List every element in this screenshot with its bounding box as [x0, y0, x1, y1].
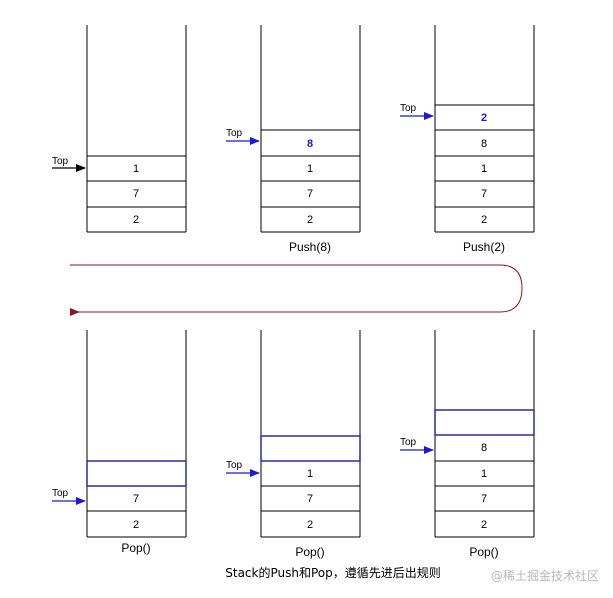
stack-cell-value: 2	[133, 214, 139, 226]
stack-cell-value: 1	[307, 163, 313, 175]
flow-arrow	[70, 264, 523, 316]
top-label: Top	[226, 460, 243, 471]
top-label: Top	[52, 488, 69, 499]
stack-cell-value: 1	[133, 163, 139, 175]
top-label: Top	[52, 156, 69, 167]
stack-cell-value: 7	[133, 493, 139, 505]
stack-cell-value: 1	[307, 468, 313, 480]
stack-caption: Pop()	[121, 541, 150, 555]
popped-cell-box	[86, 460, 187, 487]
stack-pop-first: 8 1 7 2 Top Pop()	[400, 330, 535, 559]
pushed-cell-value: 2	[481, 112, 487, 124]
stack-pop-8: 1 7 2 Top Pop()	[226, 330, 361, 559]
popped-cell-box	[260, 435, 361, 462]
pushed-cell-value: 8	[307, 138, 313, 150]
top-label: Top	[226, 128, 243, 139]
stack-caption: Push(8)	[289, 240, 331, 254]
top-label: Top	[400, 103, 417, 114]
stack-cell-value: 2	[133, 519, 139, 531]
stack-push-8: 8 1 7 2 Top Push(8)	[226, 25, 361, 254]
stack-cell-value: 7	[133, 188, 139, 200]
stack-cell-value: 2	[307, 519, 313, 531]
top-label: Top	[400, 437, 417, 448]
stack-initial: 1 7 2 Top	[52, 25, 187, 233]
stack-pop-2: 7 2 Top Pop()	[52, 330, 187, 555]
stack-cell-value: 7	[481, 493, 487, 505]
stack-cell-value: 2	[481, 214, 487, 226]
stack-push-2: 2 8 1 7 2 Top Push(2)	[400, 25, 535, 254]
stack-cell-value: 1	[481, 468, 487, 480]
figure-caption: Stack的Push和Pop，遵循先进后出规则	[225, 565, 440, 580]
stack-caption: Pop()	[469, 545, 498, 559]
stack-caption: Pop()	[295, 545, 324, 559]
stack-cell-value: 1	[481, 163, 487, 175]
stack-cell-value: 8	[481, 442, 487, 454]
stack-cell-value: 7	[307, 493, 313, 505]
stack-cell-value: 2	[307, 214, 313, 226]
stack-cell-value: 2	[481, 519, 487, 531]
popped-cell-box	[434, 409, 535, 436]
watermark: @稀土掘金技术社区	[490, 569, 599, 583]
stack-cell-value: 8	[481, 138, 487, 150]
stack-caption: Push(2)	[463, 240, 505, 254]
stack-cell-value: 7	[307, 188, 313, 200]
stack-cell-value: 7	[481, 188, 487, 200]
